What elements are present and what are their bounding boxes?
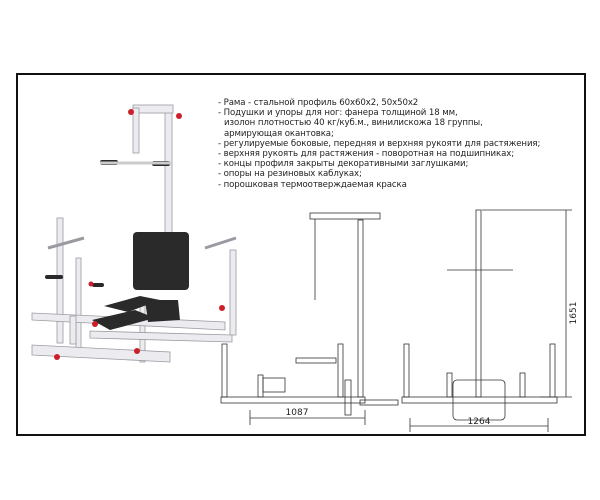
spec-item: - концы профиля закрыты декоративными за… <box>218 159 469 170</box>
dimension-front-width: 1264 <box>468 417 491 427</box>
spec-item: изолон плотностью 40 кг/куб.м., винилиск… <box>224 118 483 129</box>
product-sheet-frame <box>16 73 586 436</box>
spec-item: - порошковая термоотверждаемая краска <box>218 179 407 190</box>
spec-item: - регулируемые боковые, передняя и верхн… <box>218 138 541 149</box>
spec-item: - опоры на резиновых каблуках; <box>218 169 362 180</box>
spec-item: - верхняя рукоять для растяжения - повор… <box>218 149 515 160</box>
side-view-drawing <box>220 212 399 425</box>
spec-list: - Рама - стальной профиль 60х60х2, 50х50… <box>218 98 540 190</box>
dimension-height: 1651 <box>569 302 579 325</box>
spec-item: - Рама - стальной профиль 60х60х2, 50х50… <box>218 98 419 108</box>
front-view-drawing <box>401 209 572 432</box>
spec-item: - Подушки и упоры для ног: фанера толщин… <box>218 108 458 119</box>
dimension-side-length: 1087 <box>286 408 309 418</box>
spec-item: армирующая окантовка; <box>224 128 334 139</box>
